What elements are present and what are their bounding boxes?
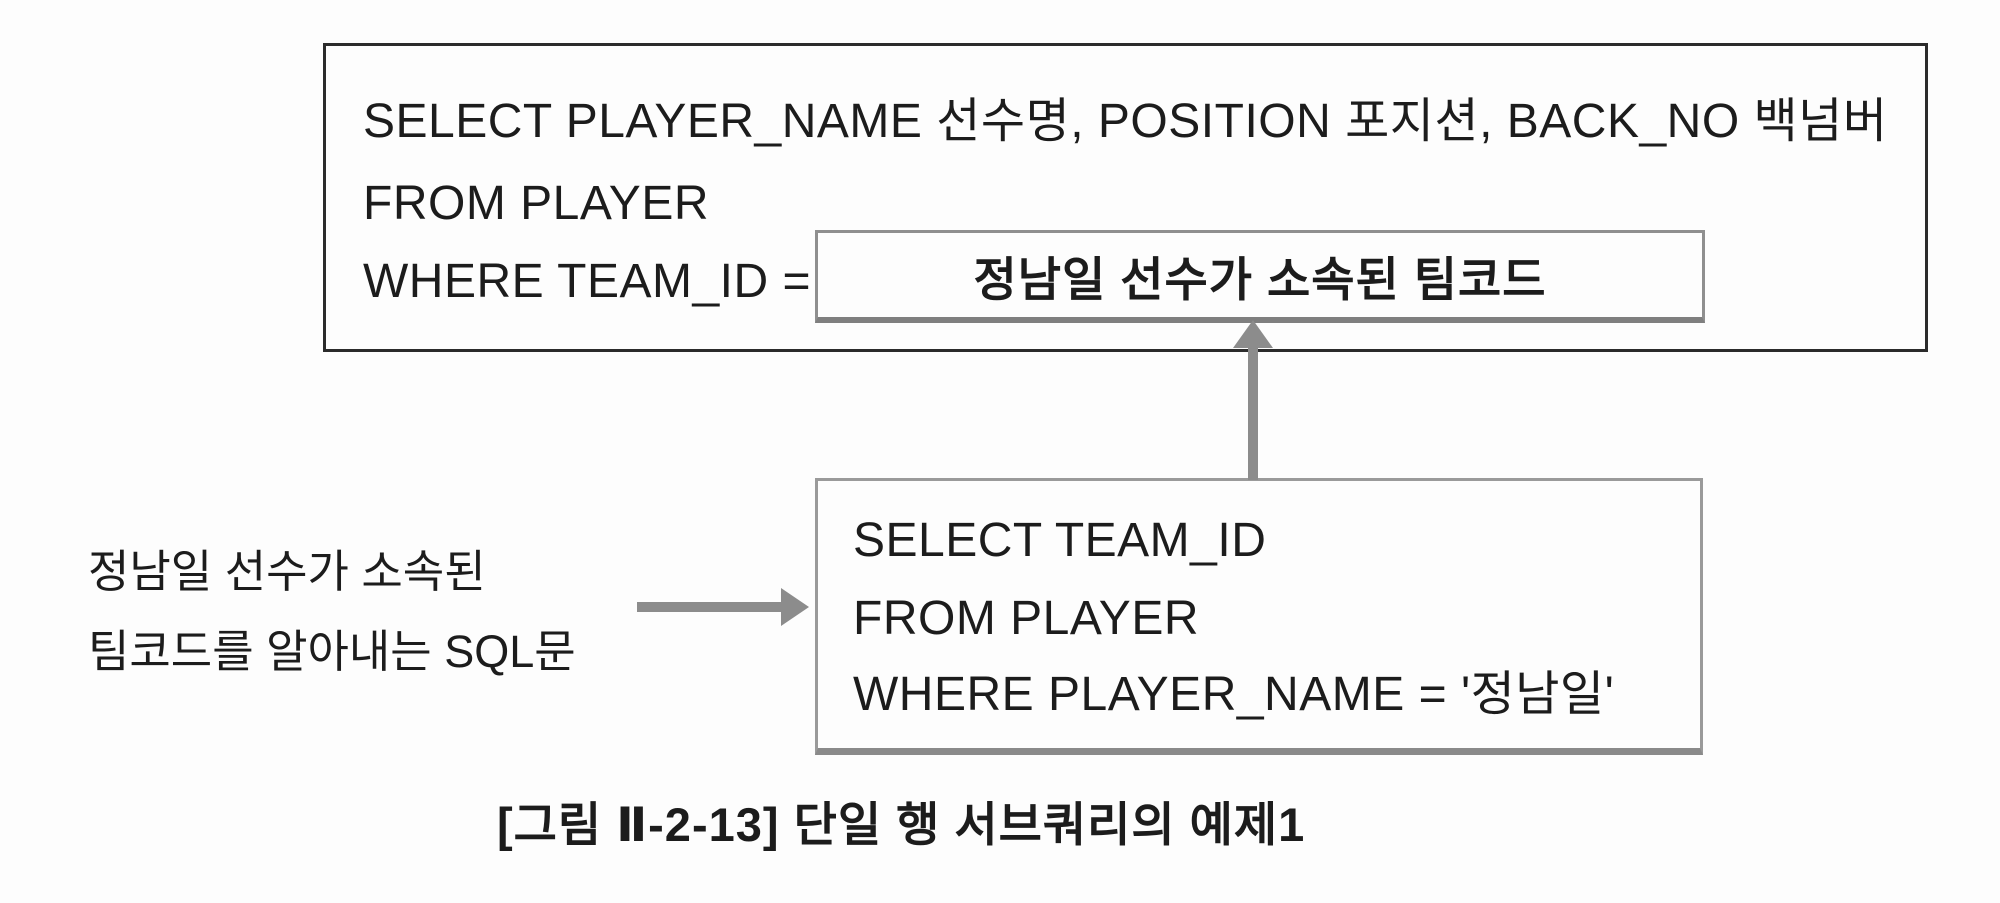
annotation-line-1: 정남일 선수가 소속된	[88, 546, 486, 597]
main-query-select-line: SELECT PLAYER_NAME 선수명, POSITION 포지션, BA…	[363, 95, 1888, 148]
subquery-where-line: WHERE PLAYER_NAME = '정남일'	[853, 668, 1615, 721]
horizontal-arrow-shaft	[637, 602, 787, 612]
subquery-box: SELECT TEAM_ID FROM PLAYER WHERE PLAYER_…	[815, 478, 1703, 755]
annotation-line-2: 팀코드를 알아내는 SQL문	[88, 626, 576, 677]
vertical-arrow-shaft	[1248, 340, 1258, 480]
annotation-text: 정남일 선수가 소속된 팀코드를 알아내는 SQL문	[88, 532, 576, 692]
vertical-arrow-up-icon	[1233, 320, 1273, 348]
subquery-result-placeholder-box: 정남일 선수가 소속된 팀코드	[815, 230, 1705, 323]
horizontal-arrow-right-icon	[781, 588, 809, 626]
subquery-from-line: FROM PLAYER	[853, 592, 1199, 645]
subquery-result-placeholder-label: 정남일 선수가 소속된 팀코드	[973, 252, 1547, 306]
figure-caption: [그림 Ⅱ-2-13] 단일 행 서브쿼리의 예제1	[497, 798, 1306, 851]
main-query-from-line: FROM PLAYER	[363, 177, 709, 230]
subquery-select-line: SELECT TEAM_ID	[853, 514, 1267, 567]
main-query-where-line: WHERE TEAM_ID =	[363, 255, 812, 308]
